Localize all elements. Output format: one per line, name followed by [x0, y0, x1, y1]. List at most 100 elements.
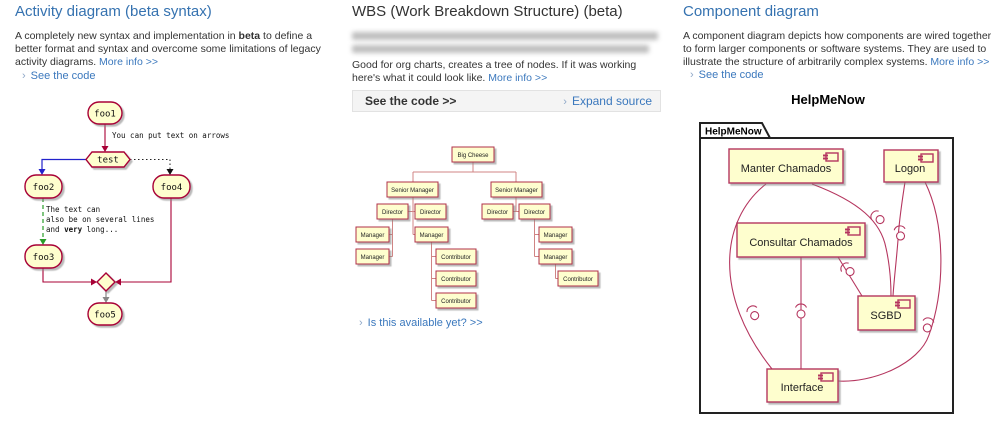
node-box — [85, 151, 131, 168]
wbs-node: Director — [481, 203, 514, 220]
svg-text:foo3: foo3 — [33, 253, 55, 263]
component-description: A component diagram depicts how componen… — [683, 30, 996, 69]
component-column: Component diagram A component diagram de… — [683, 0, 997, 422]
arrowhead — [102, 297, 110, 303]
node-box — [24, 174, 63, 199]
wbs-node-box — [386, 181, 439, 198]
wbs-node: Contributor — [435, 248, 477, 265]
activity-desc-bold: beta — [238, 30, 261, 42]
activity-node-test: test — [85, 151, 131, 168]
see-the-code-bar[interactable]: See the code >> › Expand source — [352, 90, 661, 112]
package-tab — [699, 122, 772, 139]
wbs-node: Contributor — [557, 270, 599, 287]
ball-socket-icon — [893, 225, 906, 241]
component-icon — [818, 372, 834, 382]
component-node-consultar-chamados: Consultar Chamados — [736, 222, 866, 258]
svg-text:foo4: foo4 — [161, 183, 183, 193]
svg-text:Manager: Manager — [361, 255, 385, 261]
svg-text:test: test — [97, 156, 119, 166]
wbs-column: WBS (Work Breakdown Structure) (beta) Go… — [352, 0, 662, 422]
svg-text:Director: Director — [382, 210, 403, 216]
node-box — [24, 244, 63, 269]
svg-text:foo2: foo2 — [33, 183, 55, 193]
wbs-node: Big Cheese — [451, 146, 495, 163]
wbs-node: Senior Manager — [386, 181, 439, 198]
ball-socket-icon — [870, 210, 885, 225]
note-line-3: and very long... — [46, 225, 118, 234]
edge-manter-sgbd — [811, 183, 892, 297]
activity-see-code[interactable]: ›See the code — [22, 70, 96, 82]
wbs-node: Manager — [414, 226, 449, 243]
wbs-node-box — [435, 248, 477, 265]
see-the-code-label: See the code >> — [365, 94, 457, 108]
component-icon — [895, 299, 911, 309]
wbs-connectors — [389, 162, 558, 301]
svg-text:Manager: Manager — [420, 233, 444, 239]
edge-foo4-merge — [121, 198, 172, 283]
svg-text:foo1: foo1 — [94, 110, 116, 120]
wbs-node: Senior Manager — [490, 181, 543, 198]
node-box — [87, 302, 123, 326]
package-frame — [699, 137, 954, 414]
arrowhead — [101, 146, 109, 152]
wbs-node-box — [481, 203, 514, 220]
chevron-icon: › — [690, 69, 694, 81]
wbs-available-link-row[interactable]: › Is this available yet? >> — [359, 317, 483, 329]
component-node-manter-chamados: Manter Chamados — [728, 148, 844, 184]
wbs-node-box — [451, 146, 495, 163]
component-diagram: HelpMeNow HelpMeNow Manter Chamados — [699, 92, 954, 414]
wbs-node: Contributor — [435, 292, 477, 309]
activity-node-foo5: foo5 — [87, 302, 123, 326]
component-node-interface: Interface — [766, 368, 839, 403]
component-see-code-link[interactable]: See the code — [698, 69, 764, 81]
note-line-2: also be on several lines — [46, 215, 154, 224]
wbs-node: Director — [376, 203, 409, 220]
activity-desc-text: A completely new syntax and implementati… — [15, 30, 239, 42]
wbs-node-box — [376, 203, 409, 220]
wbs-node-box — [557, 270, 599, 287]
wbs-available-link[interactable]: Is this available yet? >> — [367, 317, 483, 329]
svg-text:Contributor: Contributor — [441, 299, 471, 305]
ball-socket-icon — [922, 317, 935, 333]
ball-socket-icon — [840, 262, 855, 277]
svg-text:Director: Director — [420, 210, 441, 216]
svg-text:Manager: Manager — [544, 255, 568, 261]
merge-diamond — [96, 272, 116, 292]
edge-logon-sgbd — [892, 181, 906, 297]
arrowhead — [115, 278, 121, 286]
svg-text:Senior Manager: Senior Manager — [391, 188, 434, 194]
activity-see-code-link[interactable]: See the code — [30, 70, 96, 82]
wbs-node: Director — [414, 203, 447, 220]
node-box — [87, 101, 123, 125]
arrowhead — [166, 169, 174, 175]
activity-more-info-link[interactable]: More info >> — [99, 56, 158, 68]
wbs-node-box — [435, 270, 477, 287]
node-box — [152, 174, 191, 199]
component-diagram-title: HelpMeNow — [791, 92, 866, 107]
wbs-node: Contributor — [435, 270, 477, 287]
wbs-node-box — [490, 181, 543, 198]
arrowhead — [38, 169, 46, 175]
component-more-info-link[interactable]: More info >> — [930, 56, 990, 68]
wbs-node: Manager — [538, 248, 573, 265]
activity-diagram: You can put text on arrows The text can … — [24, 101, 229, 326]
ball-socket-icon — [746, 305, 760, 321]
wbs-node-box — [538, 226, 573, 243]
component-title: Component diagram — [683, 3, 819, 20]
svg-text:Manter Chamados: Manter Chamados — [741, 163, 832, 175]
chevron-icon: › — [563, 96, 567, 108]
svg-text:Contributor: Contributor — [563, 277, 593, 283]
svg-text:Senior Manager: Senior Manager — [495, 188, 538, 194]
wbs-node-box — [435, 292, 477, 309]
chevron-icon: › — [359, 317, 363, 329]
expand-source[interactable]: › Expand source — [563, 91, 652, 112]
wbs-diagram: Big Cheese Senior Manager Senior Manager… — [355, 146, 599, 309]
edge-foo3-merge — [42, 268, 91, 283]
activity-desc-text-2: to define a better format and syntax and… — [15, 30, 321, 68]
component-see-code[interactable]: › See the code — [690, 69, 764, 81]
wbs-more-info-link[interactable]: More info >> — [488, 72, 548, 84]
expand-source-link[interactable]: Expand source — [571, 94, 652, 108]
component-box — [728, 148, 844, 184]
svg-text:Consultar Chamados: Consultar Chamados — [749, 237, 853, 249]
redacted-text-line — [352, 45, 649, 53]
